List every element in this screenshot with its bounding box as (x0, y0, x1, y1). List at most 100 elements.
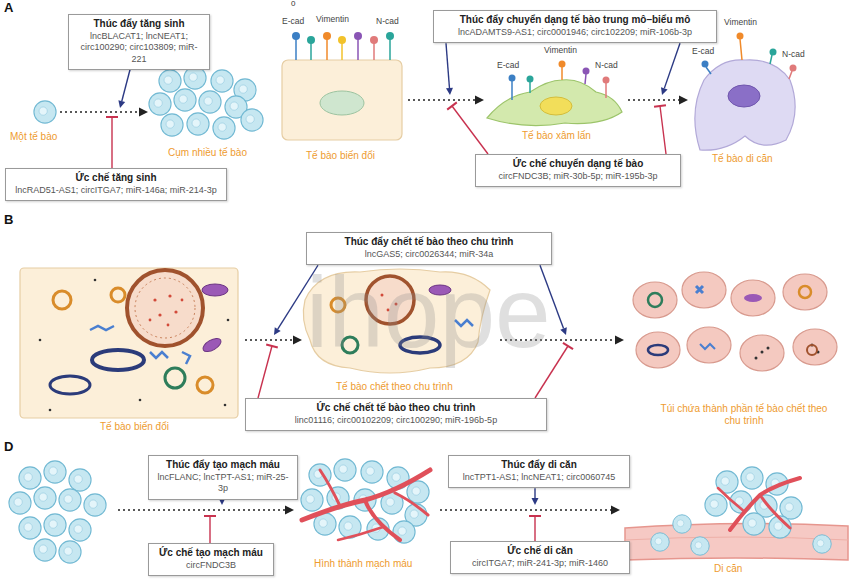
vascularized-tumor-part-part (395, 493, 428, 515)
inhibitor-box: Ức chế tăng sinhlncRAD51-AS1; circITGA7;… (5, 168, 227, 201)
transformed-cell-detail-part (50, 376, 90, 394)
blood-vessel-metastasis-part (813, 535, 831, 553)
transformed-cell-part-part (386, 32, 394, 40)
cell-cluster-part (241, 109, 263, 131)
blood-vessel-metastasis-part (780, 497, 802, 519)
transformed-cell-detail-part (135, 278, 195, 338)
arrow-shaft (534, 488, 535, 498)
transformed-cell-detail-part-part (158, 313, 161, 316)
process-arrow-part (60, 111, 140, 112)
transformed-cell-detail-part-part (149, 319, 152, 322)
cell-cluster-part (213, 117, 235, 139)
cell-cluster (149, 67, 263, 139)
cell-cluster-part (9, 492, 31, 514)
inhibit-line (204, 516, 216, 543)
inhibitor-box: Ức chế di căncircITGA7; miR-241-3p; miR-… (450, 541, 630, 574)
marker-label: N-cad (376, 17, 399, 27)
transformed-cell-part-part (341, 43, 343, 60)
apoptotic-bodies-part (731, 280, 775, 316)
metastatic-cell-part (728, 85, 760, 107)
inhibit-bar (204, 515, 216, 517)
cell-cluster-part (159, 70, 181, 92)
transformed-cell-part-part (292, 32, 300, 40)
promoter-box: Thúc đẩy tăng sinhlncBLACAT1; lncNEAT1; … (68, 14, 210, 70)
transformed-cell-detail-part-part (227, 319, 230, 322)
metastatic-cell-part-part (740, 39, 742, 60)
apoptotic-bodies-part (633, 282, 677, 318)
cell-cluster-part (187, 113, 209, 135)
box-body: circFNDC3B (155, 560, 267, 571)
promoter-box: Thúc đẩy tạo mạch máulncFLANC; lncTPT-AS… (148, 455, 298, 500)
cell-cluster-part (59, 489, 81, 511)
single-cell (34, 101, 56, 123)
cell-cluster-part (149, 93, 171, 115)
cell-label: Tế bào biến đổi (100, 421, 169, 433)
cell-cluster-part (84, 494, 106, 516)
apoptotic-bodies-part (648, 293, 662, 307)
marker-label: N-cad (595, 61, 618, 71)
process-arrow-part (440, 509, 612, 510)
apoptotic-bodies-part (744, 294, 762, 302)
blood-vessel-metastasis-part-part (730, 478, 800, 530)
arrow-head (274, 327, 281, 335)
box-heading: Ức chế tăng sinh (12, 172, 220, 184)
inhibit-shaft (534, 516, 535, 541)
box-body: lncADAMTS9-AS1; circ0001946; circ102209;… (440, 27, 710, 38)
process-arrow-part (408, 99, 476, 100)
process-arrowhead-part (611, 506, 620, 515)
blood-vessel-metastasis-part (691, 537, 709, 555)
blood-vessel-metastasis-part (743, 513, 765, 535)
invasive-cell-part-part (529, 82, 531, 93)
arrow-shaft (664, 43, 680, 88)
blood-vessel-metastasis-part-part (760, 495, 790, 528)
single-cell-part (34, 101, 56, 123)
inhibit-line (654, 105, 666, 154)
box-heading: Thúc đẩy tạo mạch máu (155, 459, 291, 471)
cell-cluster-part (184, 67, 206, 89)
watermark: ihope (306, 262, 551, 362)
arrow-head (560, 327, 567, 335)
inhibitor-box: Ức chế chuyển dạng tế bàocircFNDC3B; miR… (475, 154, 681, 187)
cell-cluster-part (69, 469, 91, 491)
cell-cluster-part (59, 541, 81, 563)
inhibit-shaft (452, 106, 488, 154)
transformed-cell-part-part (307, 36, 315, 44)
process-arrowhead-part (475, 96, 484, 105)
process-arrow-part (628, 99, 680, 100)
transformed-cell-detail-part (149, 294, 184, 326)
box-body: lncTPT1-AS1; lncNEAT1; circ0060745 (455, 472, 623, 483)
transformed-cell-detail-part (111, 288, 125, 302)
process-arrowhead-part (615, 336, 624, 345)
invasive-cell-part-part (511, 81, 513, 100)
cell-cluster-part (211, 70, 233, 92)
apoptotic-bodies-part-part (767, 347, 770, 350)
process-arrow (60, 100, 680, 510)
apoptotic-bodies-part (793, 329, 837, 365)
marker-label: Vimentin (544, 46, 577, 56)
transformed-cell-detail-part-part (49, 409, 52, 412)
transformed-cell-detail-part-part (153, 298, 156, 301)
apoptotic-bodies-part (807, 345, 817, 355)
apoptotic-bodies-part (783, 274, 827, 310)
panel-letter: A (4, 1, 13, 16)
inhibit-bar (563, 343, 573, 349)
transformed-cell-part-part (310, 43, 312, 60)
transformed-cell-detail-part-part (167, 324, 170, 327)
invasive-cell-part-part (527, 76, 534, 83)
transformed-cell-detail-part (165, 368, 185, 388)
process-arrowhead-part (293, 336, 302, 345)
panel-letter: D (4, 440, 13, 455)
inhibit-line (447, 102, 488, 154)
blood-vessel-metastasis-part (705, 494, 727, 516)
transformed-cell-detail-part-part (39, 339, 42, 342)
promote-arrow (532, 488, 539, 505)
transformed-cell-part-part (370, 36, 378, 44)
box-heading: Thúc đẩy chết tế bào theo chu trình (313, 236, 545, 248)
apoptotic-bodies-part-part (755, 357, 758, 360)
arrow-head (118, 100, 125, 108)
vascularized-tumor-part (393, 521, 415, 543)
vascularized-tumor-part (361, 461, 383, 483)
transformed-cell-detail-part-part (168, 294, 171, 297)
transformed-cell-detail-part (202, 284, 228, 296)
blood-vessel-metastasis-part (625, 523, 848, 560)
